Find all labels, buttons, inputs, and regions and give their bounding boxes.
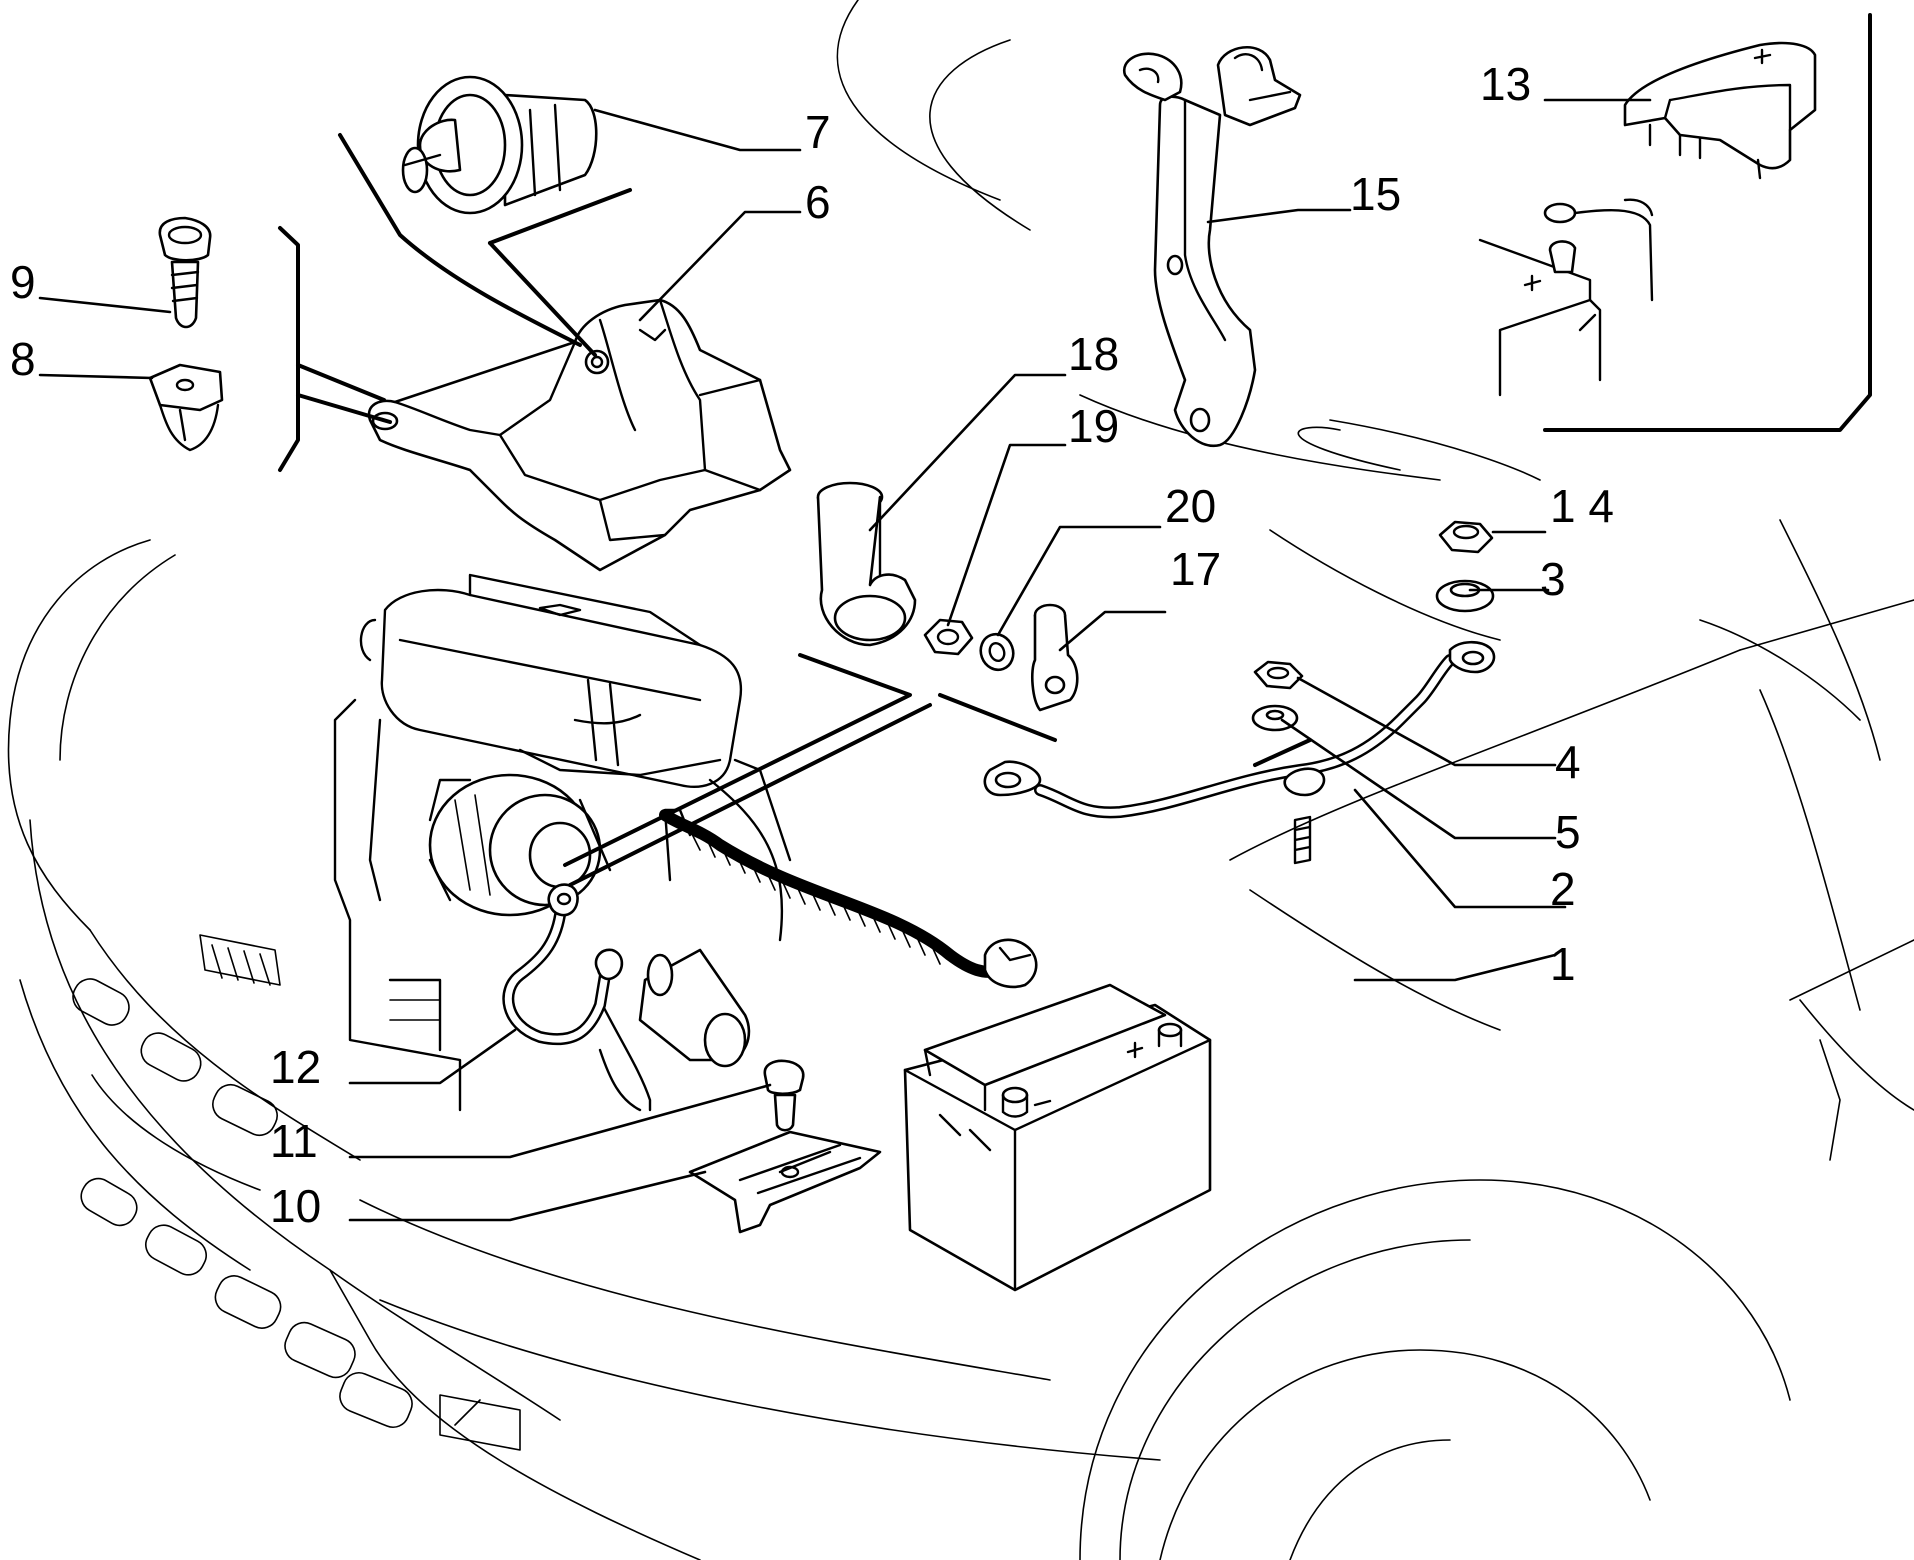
positive-cable xyxy=(659,808,1038,989)
terminal-cover-part-13 xyxy=(1623,41,1817,180)
callout-3: 3 xyxy=(1540,553,1566,605)
callout-9: 9 xyxy=(10,256,36,308)
washer-part-3 xyxy=(1435,579,1495,613)
callout-6: 6 xyxy=(805,176,831,228)
group-lines xyxy=(278,133,1057,887)
callout-numbers: 1 2 3 4 5 6 7 8 9 10 11 12 13 1 4 15 17 … xyxy=(10,58,1614,1232)
cable-lug-part-17 xyxy=(1030,603,1079,712)
ground-cable xyxy=(983,640,1496,865)
bolt-part-9 xyxy=(158,216,212,329)
engine-assembly xyxy=(333,573,792,1112)
callout-11: 11 xyxy=(270,1115,318,1167)
leader-lines xyxy=(38,98,1652,1222)
callout-15: 15 xyxy=(1350,168,1401,220)
bracket-part-15 xyxy=(1122,45,1302,448)
clip-part-8 xyxy=(148,363,224,452)
callout-5: 5 xyxy=(1555,806,1581,858)
callout-8: 8 xyxy=(10,333,36,385)
alternator xyxy=(428,773,612,917)
ground-strap-part-12 xyxy=(502,883,624,1046)
battery xyxy=(903,983,1212,1292)
callout-10: 10 xyxy=(270,1180,321,1232)
callout-18: 18 xyxy=(1068,328,1119,380)
battery-cover-part-6 xyxy=(367,298,792,572)
battery-clamp-part-10 xyxy=(688,1130,882,1234)
grille-openings xyxy=(72,978,413,1429)
callout-7: 7 xyxy=(805,106,831,158)
plate-light xyxy=(439,1394,521,1451)
starter-motor xyxy=(598,948,751,1112)
screw-part-11 xyxy=(763,1059,805,1132)
push-button-part-7 xyxy=(401,75,598,215)
callout-17: 17 xyxy=(1170,543,1221,595)
callout-4: 4 xyxy=(1555,736,1581,788)
nut-part-19 xyxy=(923,618,974,656)
callout-19: 19 xyxy=(1068,400,1119,452)
callout-12: 12 xyxy=(270,1041,321,1093)
front-badge xyxy=(199,934,281,986)
vehicle-body-outline xyxy=(7,0,1914,1560)
callout-13: 13 xyxy=(1480,58,1531,110)
inset-battery-sketch xyxy=(1478,198,1654,397)
callout-20: 20 xyxy=(1165,480,1216,532)
nut-part-14 xyxy=(1438,520,1494,554)
callout-1: 1 xyxy=(1550,938,1576,990)
nut-part-4 xyxy=(1253,660,1304,690)
inset-frame xyxy=(1543,13,1872,432)
callout-14: 1 4 xyxy=(1550,480,1614,532)
callout-2: 2 xyxy=(1550,863,1576,915)
wheel-arch xyxy=(1079,1179,1791,1560)
elbow-boot-part-18 xyxy=(816,481,917,647)
washer-part-20 xyxy=(979,632,1015,672)
